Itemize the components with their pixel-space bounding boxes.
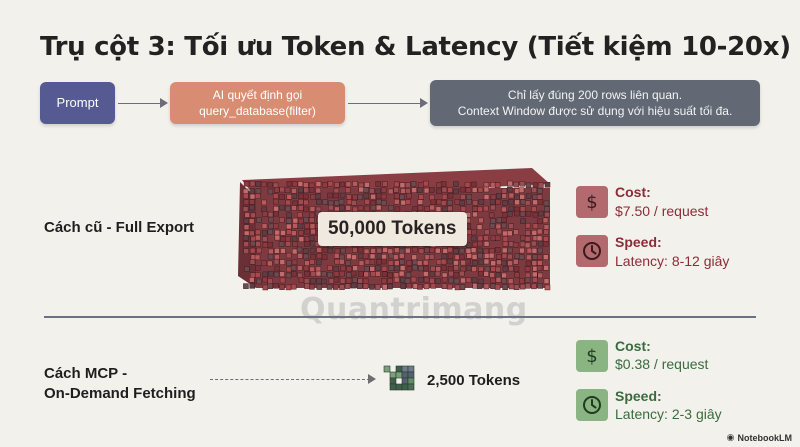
prompt-label: Prompt — [56, 95, 99, 110]
notebooklm-label: NotebookLM — [737, 432, 793, 443]
ai-decision-line2: query_database(filter) — [199, 104, 316, 118]
notebooklm-logo-icon: ◉ — [726, 432, 735, 442]
old-cost-title: Cost: — [615, 184, 651, 200]
old-token-count: 50,000 Tokens — [318, 212, 467, 246]
mcp-label-line2: On-Demand Fetching — [44, 385, 196, 402]
mcp-dashed-arrow-head — [368, 374, 376, 384]
mcp-approach-label: Cách MCP - On-Demand Fetching — [44, 364, 196, 404]
mcp-token-count: 2,500 Tokens — [427, 372, 521, 389]
mcp-cost-title: Cost: — [615, 338, 651, 354]
prompt-box: Prompt — [40, 82, 115, 124]
context-line2: Context Window được sử dụng với hiệu suấ… — [457, 104, 733, 118]
mcp-dashed-arrow — [210, 379, 370, 380]
clock-icon — [576, 235, 608, 267]
page-title: Trụ cột 3: Tối ưu Token & Latency (Tiết … — [40, 32, 791, 62]
flow-arrow-2-head — [420, 98, 428, 108]
ai-decision-box: AI quyết định gọi query_database(filter) — [170, 82, 345, 124]
mcp-speed-title: Speed: — [615, 388, 662, 404]
clock-icon — [576, 389, 608, 421]
old-speed-value: Latency: 8-12 giây — [615, 253, 730, 269]
flow-arrow-1 — [118, 103, 160, 104]
section-divider — [44, 316, 756, 318]
dollar-icon: $ — [576, 186, 608, 218]
ai-decision-line1: AI quyết định gọi — [212, 88, 303, 102]
old-approach-label: Cách cũ - Full Export — [44, 219, 195, 236]
context-box: Chỉ lấy đúng 200 rows liên quan. Context… — [430, 80, 760, 126]
svg-text:$: $ — [586, 192, 597, 213]
mcp-speed-value: Latency: 2-3 giây — [615, 406, 722, 422]
flow-arrow-2 — [348, 103, 420, 104]
flow-arrow-1-head — [160, 98, 168, 108]
old-speed-title: Speed: — [615, 234, 662, 250]
token-cube-icon — [383, 365, 415, 391]
dollar-icon: $ — [576, 340, 608, 372]
old-cost-value: $7.50 / request — [615, 203, 709, 219]
watermark: Quantrimang — [300, 292, 528, 327]
context-line1: Chỉ lấy đúng 200 rows liên quan. — [507, 88, 683, 102]
mcp-label-line1: Cách MCP - — [44, 365, 128, 382]
mcp-cost-value: $0.38 / request — [615, 356, 709, 372]
notebooklm-badge: ◉ NotebookLM — [727, 432, 792, 443]
svg-text:$: $ — [586, 346, 597, 367]
